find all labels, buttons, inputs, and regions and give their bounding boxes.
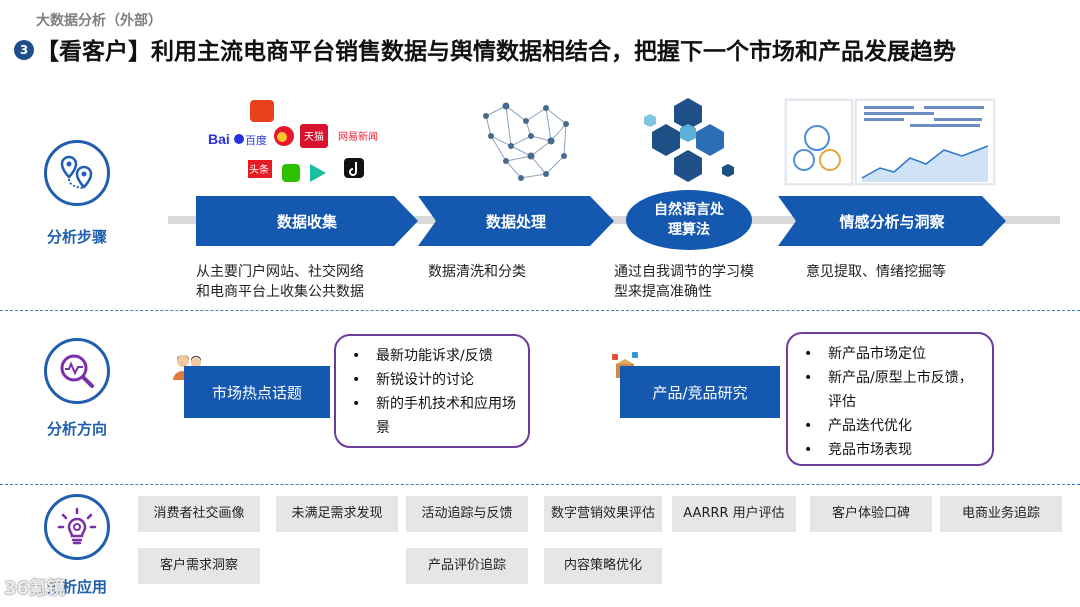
row-label-application: 分析应用 (46, 578, 107, 596)
product-bullets-box: 新产品市场定位 新产品/原型上市反馈，评估 产品迭代优化 竞品市场表现 (786, 332, 994, 466)
step-data-processing: 数据处理 (418, 196, 614, 246)
step-data-collection: 数据收集 (196, 196, 418, 246)
bullet-item: 新产品市场定位 (802, 342, 982, 366)
hexagon-algorithm-image (636, 94, 740, 188)
baidu-logo: Bai (208, 131, 230, 147)
desc-line: 从主要门户网站、社交网络 (196, 264, 364, 280)
page-title: 【看客户】利用主流电商平台销售数据与舆情数据相结合，把握下一个市场和产品发展趋势 (36, 39, 956, 65)
chip-digital-marketing-eval: 数字营销效果评估 (544, 496, 662, 532)
chip-ecommerce-tracking: 电商业务追踪 (940, 496, 1062, 532)
lightbulb-gear-icon (44, 494, 110, 560)
market-bullets-box: 最新功能诉求/反馈 新锐设计的讨论 新的手机技术和应用场景 (334, 334, 530, 448)
step-nlp-algorithm: 自然语言处 理算法 (626, 190, 752, 250)
location-pins-icon (44, 140, 110, 206)
tmall-logo: 天猫 (304, 130, 324, 143)
bullet-item: 新的手机技术和应用场景 (350, 392, 518, 440)
divider (0, 484, 1080, 485)
news-logo: 网易新闻 (338, 130, 378, 143)
bullet-item: 最新功能诉求/反馈 (350, 344, 518, 368)
bullet-item: 竞品市场表现 (802, 438, 982, 462)
step-desc-nlp: 通过自我调节的学习模 型来提高准确性 (614, 262, 754, 302)
bullet-item: 新锐设计的讨论 (350, 368, 518, 392)
divider (0, 310, 1080, 311)
step-desc-processing: 数据清洗和分类 (428, 264, 526, 280)
product-research-box: 产品/竞品研究 (620, 366, 780, 418)
data-network-image (476, 96, 576, 186)
title-number-badge: 3 (14, 40, 34, 60)
sentiment-dashboard-image (784, 98, 996, 186)
desc-line: 和电商平台上收集公共数据 (196, 284, 364, 300)
step-desc-sentiment: 意见提取、情绪挖掘等 (806, 264, 946, 280)
process-track (168, 216, 1060, 224)
desc-line: 通过自我调节的学习模 (614, 264, 754, 280)
toutiao-logo: 头条 (249, 163, 269, 176)
chip-unmet-needs: 未满足需求发现 (276, 496, 398, 532)
chip-consumer-social-profile: 消费者社交画像 (138, 496, 260, 532)
platform-logos-image: Bai 百度 天猫 网易新闻 头条 (208, 96, 386, 186)
chip-product-review-tracking: 产品评价追踪 (406, 548, 528, 584)
chip-aarrr-eval: AARRR 用户评估 (672, 496, 796, 532)
market-hot-topic-box: 市场热点话题 (184, 366, 330, 418)
step-desc-collection: 从主要门户网站、社交网络 和电商平台上收集公共数据 (196, 262, 364, 302)
magnifier-pulse-icon (44, 338, 110, 404)
chip-campaign-tracking: 活动追踪与反馈 (406, 496, 528, 532)
section-label: 大数据分析（外部） (36, 13, 162, 29)
baidu-cn-logo: 百度 (245, 133, 267, 147)
chip-customer-needs-insight: 客户需求洞察 (138, 548, 260, 584)
bullet-item: 产品迭代优化 (802, 414, 982, 438)
chip-content-strategy: 内容策略优化 (544, 548, 662, 584)
step-nlp-line1: 自然语言处 (654, 202, 724, 218)
step-sentiment-analysis: 情感分析与洞察 (778, 196, 1006, 246)
watermark: 36氪镜 (4, 578, 66, 599)
row-label-steps: 分析步骤 (46, 228, 107, 246)
chip-customer-experience: 客户体验口碑 (810, 496, 932, 532)
desc-line: 型来提高准确性 (614, 284, 712, 300)
step-nlp-line2: 理算法 (668, 222, 710, 238)
row-label-direction: 分析方向 (46, 420, 107, 438)
bullet-item: 新产品/原型上市反馈，评估 (802, 366, 982, 414)
